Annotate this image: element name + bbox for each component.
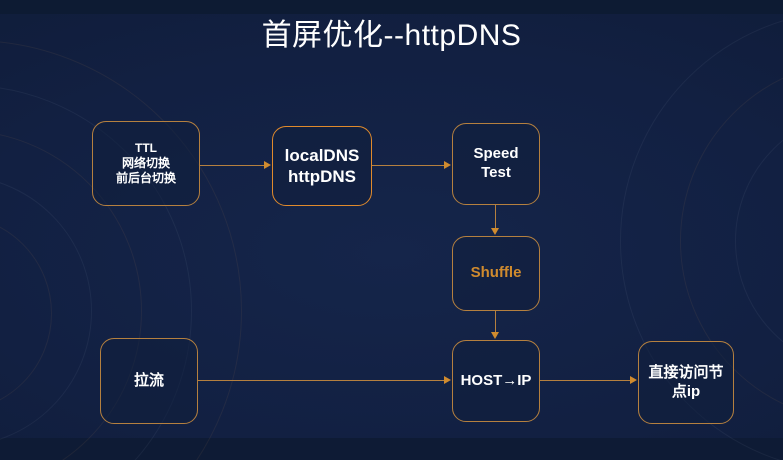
node-ttl-line-2: 网络切换 bbox=[121, 156, 170, 170]
node-shuffle[interactable]: Shuffle bbox=[452, 236, 540, 311]
page-title: 首屏优化--httpDNS bbox=[261, 19, 522, 52]
node-dns-line-2: httpDNS bbox=[288, 167, 356, 186]
node-speed-test-text: Speed Test bbox=[469, 145, 522, 183]
node-host-ip-text: HOST→IP bbox=[457, 372, 536, 391]
node-direct-access-text: 直接访问节 点ip bbox=[644, 364, 727, 402]
node-direct-access-line-2: 点ip bbox=[671, 382, 701, 400]
edge-pull-stream-to-host-ip bbox=[198, 380, 446, 382]
edge-ttl-to-dns bbox=[200, 165, 265, 167]
edge-host-ip-to-direct-access bbox=[540, 380, 631, 382]
edge-speed-test-to-shuffle-arrowhead bbox=[491, 228, 499, 235]
edge-shuffle-to-host-ip bbox=[495, 311, 497, 333]
node-speed-test-line-2: Test bbox=[481, 164, 511, 181]
node-direct-access[interactable]: 直接访问节 点ip bbox=[638, 341, 734, 424]
edge-dns-to-speed-test bbox=[372, 165, 445, 167]
node-ttl-line-3: 前后台切换 bbox=[115, 171, 176, 185]
node-pull-stream-line-1: 拉流 bbox=[133, 371, 164, 389]
node-shuffle-text: Shuffle bbox=[467, 264, 526, 283]
background-bottom-band bbox=[0, 438, 783, 460]
node-dns-text: localDNS httpDNS bbox=[281, 145, 364, 188]
node-dns[interactable]: localDNS httpDNS bbox=[272, 126, 372, 206]
edge-ttl-to-dns-arrowhead bbox=[264, 160, 271, 169]
edge-speed-test-to-shuffle bbox=[495, 205, 497, 229]
edge-pull-stream-to-host-ip-arrowhead bbox=[444, 375, 451, 384]
node-speed-test[interactable]: Speed Test bbox=[452, 123, 540, 205]
node-speed-test-line-1: Speed bbox=[473, 145, 519, 163]
node-ttl-line-1: TTL bbox=[134, 141, 157, 155]
edge-dns-to-speed-test-arrowhead bbox=[444, 160, 451, 169]
background-top-band bbox=[0, 0, 783, 14]
node-pull-stream[interactable]: 拉流 bbox=[100, 338, 198, 424]
node-shuffle-line-1: Shuffle bbox=[470, 264, 522, 282]
node-direct-access-line-1: 直接访问节 bbox=[648, 363, 724, 381]
node-pull-stream-text: 拉流 bbox=[130, 372, 168, 391]
node-ttl-text: TTL 网络切换 前后台切换 bbox=[112, 141, 180, 186]
node-host-ip-line-1: HOST→IP bbox=[460, 371, 532, 389]
node-host-ip[interactable]: HOST→IP bbox=[452, 340, 540, 422]
node-ttl[interactable]: TTL 网络切换 前后台切换 bbox=[92, 121, 200, 206]
edge-shuffle-to-host-ip-arrowhead bbox=[491, 332, 499, 339]
edge-host-ip-to-direct-access-arrowhead bbox=[630, 375, 637, 384]
node-dns-line-1: localDNS bbox=[284, 145, 360, 165]
